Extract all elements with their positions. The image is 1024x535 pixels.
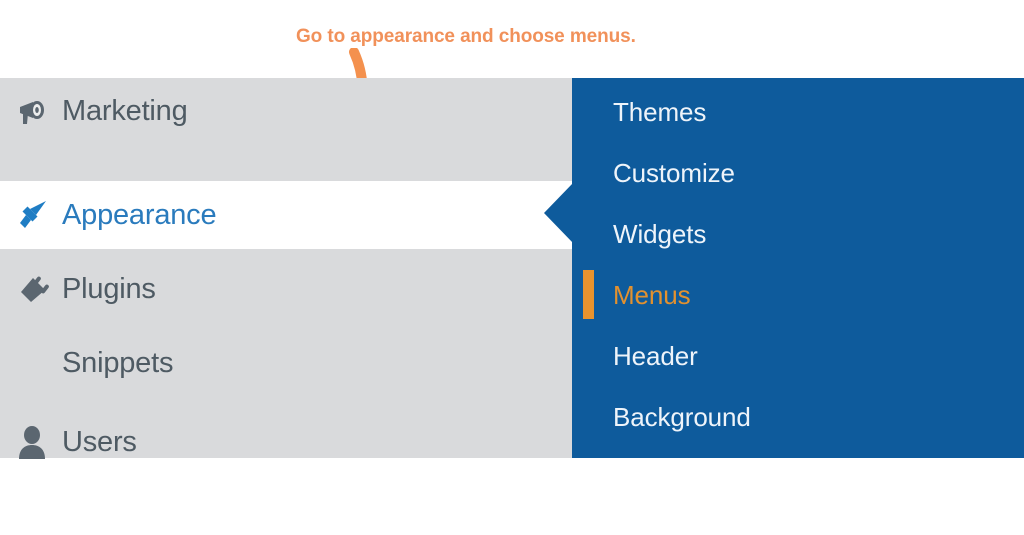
submenu-item-label: Header <box>613 340 698 371</box>
submenu-item-themes[interactable]: Themes <box>572 81 1024 142</box>
annotation-caption: Go to appearance and choose menus. <box>296 26 636 47</box>
sidebar-item-label: Users <box>62 425 137 458</box>
sidebar-item-users[interactable]: Users <box>0 402 572 482</box>
submenu-item-label: Menus <box>613 279 691 310</box>
submenu-item-header[interactable]: Header <box>572 325 1024 386</box>
appearance-submenu-panel: Themes Customize Widgets Menus Header Ba… <box>572 78 1024 458</box>
submenu-item-customize[interactable]: Customize <box>572 142 1024 203</box>
sidebar-item-label: Appearance <box>62 198 217 231</box>
user-icon <box>0 425 62 459</box>
flyout-pointer-notch <box>544 183 573 243</box>
submenu-item-widgets[interactable]: Widgets <box>572 203 1024 264</box>
submenu-item-label: Themes <box>613 96 707 127</box>
submenu-item-background[interactable]: Background <box>572 386 1024 447</box>
wp-admin-sidebar: Marketing Appearance Plugins <box>0 78 572 459</box>
submenu-item-label: Background <box>613 401 751 432</box>
submenu-item-label: Customize <box>613 157 735 188</box>
sidebar-item-appearance[interactable]: Appearance <box>0 181 572 249</box>
plug-icon <box>0 274 62 306</box>
sidebar-item-plugins[interactable]: Plugins <box>0 256 572 323</box>
paintbrush-icon <box>0 198 62 232</box>
sidebar-item-label: Plugins <box>62 273 156 305</box>
submenu-item-menus[interactable]: Menus <box>572 264 1024 325</box>
submenu-item-label: Widgets <box>613 218 707 249</box>
sidebar-item-label: Snippets <box>62 347 174 379</box>
sidebar-item-label: Marketing <box>62 95 188 127</box>
sidebar-item-snippets[interactable]: Snippets <box>0 330 572 397</box>
sidebar-item-marketing[interactable]: Marketing <box>0 78 572 145</box>
megaphone-icon <box>0 97 62 127</box>
menus-highlight-marker <box>583 270 594 319</box>
